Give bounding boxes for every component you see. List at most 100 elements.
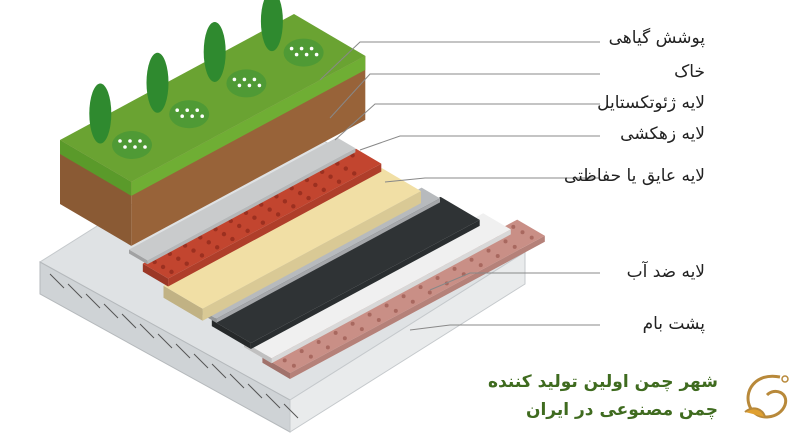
gravel-pebble [342, 336, 347, 341]
rebar-line [157, 333, 173, 349]
roof-slab-side [289, 251, 526, 433]
waterproof-layer-side [250, 219, 480, 350]
flower-dot [118, 139, 122, 143]
gravel-pebble [511, 224, 516, 229]
drainage-pebble [352, 171, 357, 176]
gravel-pebble [401, 294, 406, 299]
leader-line [359, 135, 600, 151]
tree-icon [260, 0, 283, 52]
geotextile-layer-front [129, 249, 148, 265]
gravel-pebble [512, 244, 517, 249]
tree-icon [89, 83, 112, 144]
gravel-pebble [291, 363, 296, 368]
membrane-layer-top [244, 213, 511, 359]
bush-icon [169, 100, 210, 129]
leader-line [429, 272, 600, 291]
drainage-pebble [260, 220, 266, 225]
drainage-pebble [297, 190, 303, 196]
gravel-pebble [384, 303, 389, 308]
gravel-pebble [308, 354, 313, 359]
gravel-pebble [325, 345, 330, 350]
drainage-pebble [191, 248, 196, 253]
rebar-line [283, 403, 299, 419]
rebar-line [103, 303, 119, 319]
flower-dot [232, 77, 237, 82]
leader-line [409, 324, 600, 331]
flower-dot [200, 114, 204, 118]
drainage-layer-front [142, 263, 169, 287]
gravel-pebble [503, 239, 508, 244]
drainage-pebble [328, 174, 333, 179]
soil-front [60, 140, 132, 246]
grass-side [131, 55, 366, 196]
drainage-pebble [282, 199, 288, 204]
drainage-pebble [184, 261, 189, 266]
drainage-pebble [160, 264, 166, 270]
gravel-pebble [452, 266, 457, 271]
flower-dot [237, 83, 242, 88]
gravel-pebble [495, 253, 500, 258]
flower-dot [289, 46, 294, 51]
flower-dot [123, 145, 127, 149]
rebar-line [121, 313, 137, 329]
gravel-pebble [333, 330, 338, 335]
gravel-pebble [393, 308, 398, 313]
flower-dot [257, 83, 262, 88]
watermark-line1: شهر چمن اولین تولید کننده [488, 372, 718, 392]
gravel-layer-side [290, 235, 545, 379]
rebar-line [175, 343, 191, 359]
drainage-pebble [176, 256, 181, 261]
drainage-pebble [221, 231, 227, 237]
tree-icon [203, 21, 226, 82]
rebar-line [49, 273, 65, 289]
flower-dot [252, 77, 257, 82]
gravel-pebble [376, 317, 381, 322]
drainage-pebble [252, 215, 257, 220]
gravel-layer-front [262, 356, 290, 379]
flower-dot [304, 52, 309, 57]
waterproof-layer-top [211, 196, 480, 344]
drainage-pebble [237, 223, 242, 229]
flower-dot [138, 139, 142, 143]
bush-icon [226, 69, 267, 98]
leader-line [329, 73, 600, 119]
bush-icon [112, 131, 152, 159]
flower-dot [247, 83, 252, 88]
drainage-pebble [343, 166, 349, 171]
label-waterproof: لایه ضد آب [626, 262, 705, 282]
drainage-pebble [230, 236, 235, 242]
drainage-layer-top [142, 148, 382, 279]
label-insulation: لایه عایق یا حفاظتی [563, 166, 705, 186]
drainage-pebble [275, 212, 281, 217]
rebar-line [265, 393, 281, 409]
drainage-layer-side [168, 163, 382, 287]
flower-dot [314, 52, 319, 57]
drainage-pebble [206, 240, 211, 245]
gravel-pebble [520, 230, 525, 235]
gravel-pebble [427, 290, 432, 295]
rebar-line [139, 323, 155, 339]
drainage-pebble [199, 253, 205, 258]
leader-line [334, 103, 600, 141]
flower-dot [242, 77, 247, 82]
bush-icon [283, 38, 324, 67]
label-roof-deck: پشت بام [642, 314, 705, 334]
membrane-layer-side [271, 229, 511, 364]
drainage-pebble [291, 204, 296, 209]
flower-dot [190, 114, 194, 118]
gravel-pebble [367, 312, 372, 317]
rebar-line [211, 363, 227, 379]
rebar-line [67, 283, 83, 299]
drainage-pebble [321, 187, 326, 193]
rebar-line [229, 373, 245, 389]
flower-dot [185, 108, 189, 112]
drainage-pebble [245, 228, 250, 234]
gravel-pebble [350, 321, 355, 326]
rebar-line [193, 353, 209, 369]
flower-dot [294, 52, 299, 57]
rebar-line [247, 383, 263, 399]
gravel-pebble [282, 358, 287, 363]
label-soil: خاک [674, 62, 705, 82]
insulation-layer-front [163, 285, 203, 321]
